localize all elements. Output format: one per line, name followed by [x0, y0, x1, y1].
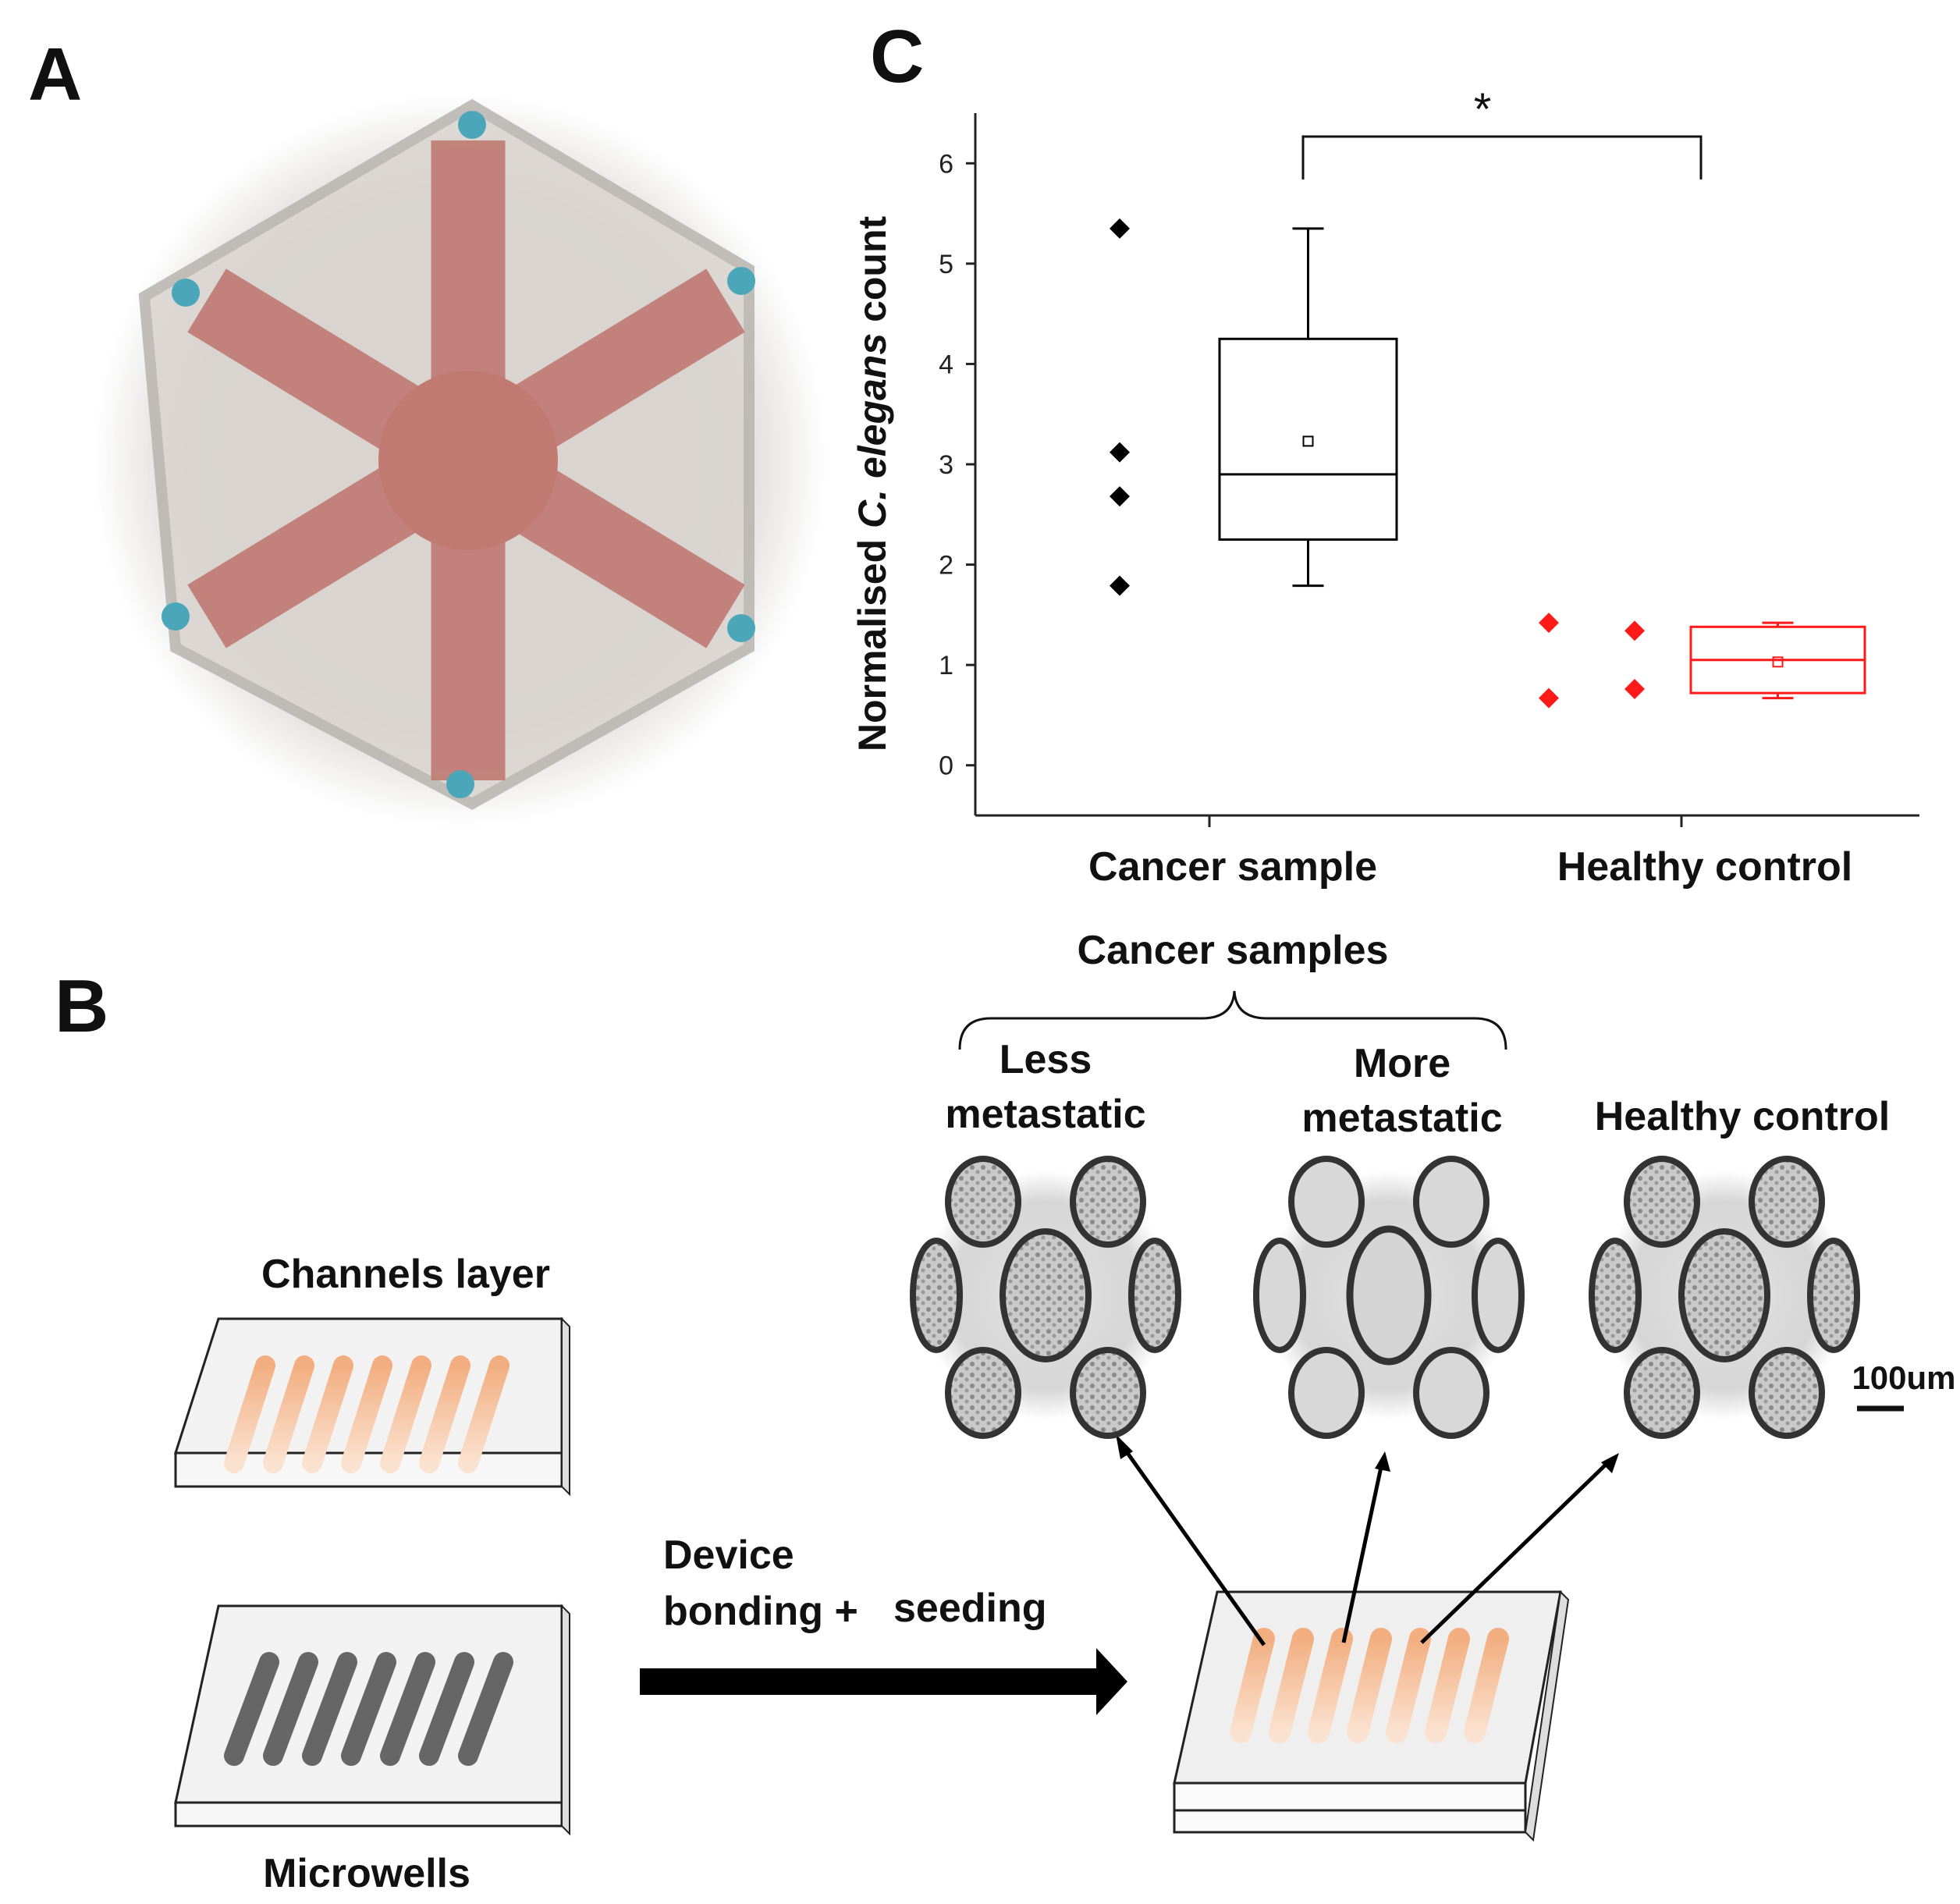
x-tick-label: Healthy control [1557, 844, 1853, 890]
micrograph-less-metastatic [910, 1156, 1181, 1439]
device-ports [162, 111, 755, 798]
y-tick-label: 4 [939, 350, 953, 379]
panel-label-b: B [55, 964, 108, 1048]
more-metastatic-label-2: metastatic [1301, 1096, 1502, 1141]
less-metastatic-label-1: Less [1000, 1037, 1092, 1082]
micrograph-more-metastatic [1253, 1156, 1525, 1439]
box [1218, 337, 1398, 541]
panel-label-a: A [28, 33, 82, 116]
data-point [1624, 679, 1645, 699]
channels-layer-slab [173, 1316, 570, 1497]
data-point [1110, 442, 1130, 463]
more-metastatic-label-1: More [1354, 1041, 1450, 1086]
panel-label-c: C [870, 15, 924, 98]
bonding-arrow [640, 1648, 1127, 1715]
mean-marker [1302, 435, 1314, 447]
cancer-samples-brace [958, 990, 1507, 1050]
arrow-label-line1: Device [663, 1533, 794, 1578]
y-tick-label: 5 [939, 250, 953, 279]
y-tick-label: 2 [939, 551, 953, 581]
y-ticks: 0 1 2 3 4 5 6 [939, 149, 975, 781]
micrograph-healthy-control [1589, 1156, 1860, 1439]
y-axis-label: Normalised C. elegans count [850, 216, 894, 752]
chart: 0 1 2 3 4 5 6 Cancer sample Healthy control Nor… [850, 84, 1919, 890]
data-point [1110, 218, 1130, 239]
significance-marker: * [1474, 84, 1492, 135]
y-tick-label: 6 [939, 149, 953, 179]
pointer-arrows [1116, 1434, 1619, 1646]
less-metastatic-label-2: metastatic [945, 1092, 1145, 1137]
arrow-label-line2a: bonding + [663, 1589, 858, 1634]
data-point [1624, 620, 1645, 641]
healthy-control-label: Healthy control [1595, 1094, 1891, 1139]
mean-marker [1772, 656, 1784, 668]
channels-layer-label: Channels layer [261, 1252, 550, 1297]
y-tick-label: 1 [939, 651, 953, 680]
significance-bracket [1301, 135, 1703, 179]
arrow-label-line2b: seeding [893, 1586, 1047, 1631]
data-point [1539, 613, 1559, 634]
series-layer [1110, 218, 1866, 709]
data-point [1110, 486, 1130, 507]
bonded-device [1173, 1590, 1570, 1842]
data-point [1110, 575, 1130, 596]
y-tick-label: 3 [939, 450, 953, 480]
cancer-samples-title: Cancer samples [1078, 928, 1389, 973]
y-tick-label: 0 [939, 751, 953, 781]
scale-bar-label: 100um [1852, 1359, 1955, 1396]
device-photo [94, 94, 827, 827]
microwells-label: Microwells [263, 1851, 470, 1896]
x-tick-label: Cancer sample [1088, 844, 1377, 890]
x-ticks: Cancer sample Healthy control [1088, 815, 1852, 890]
microwells-slab [174, 1604, 570, 1836]
data-point [1539, 687, 1559, 709]
